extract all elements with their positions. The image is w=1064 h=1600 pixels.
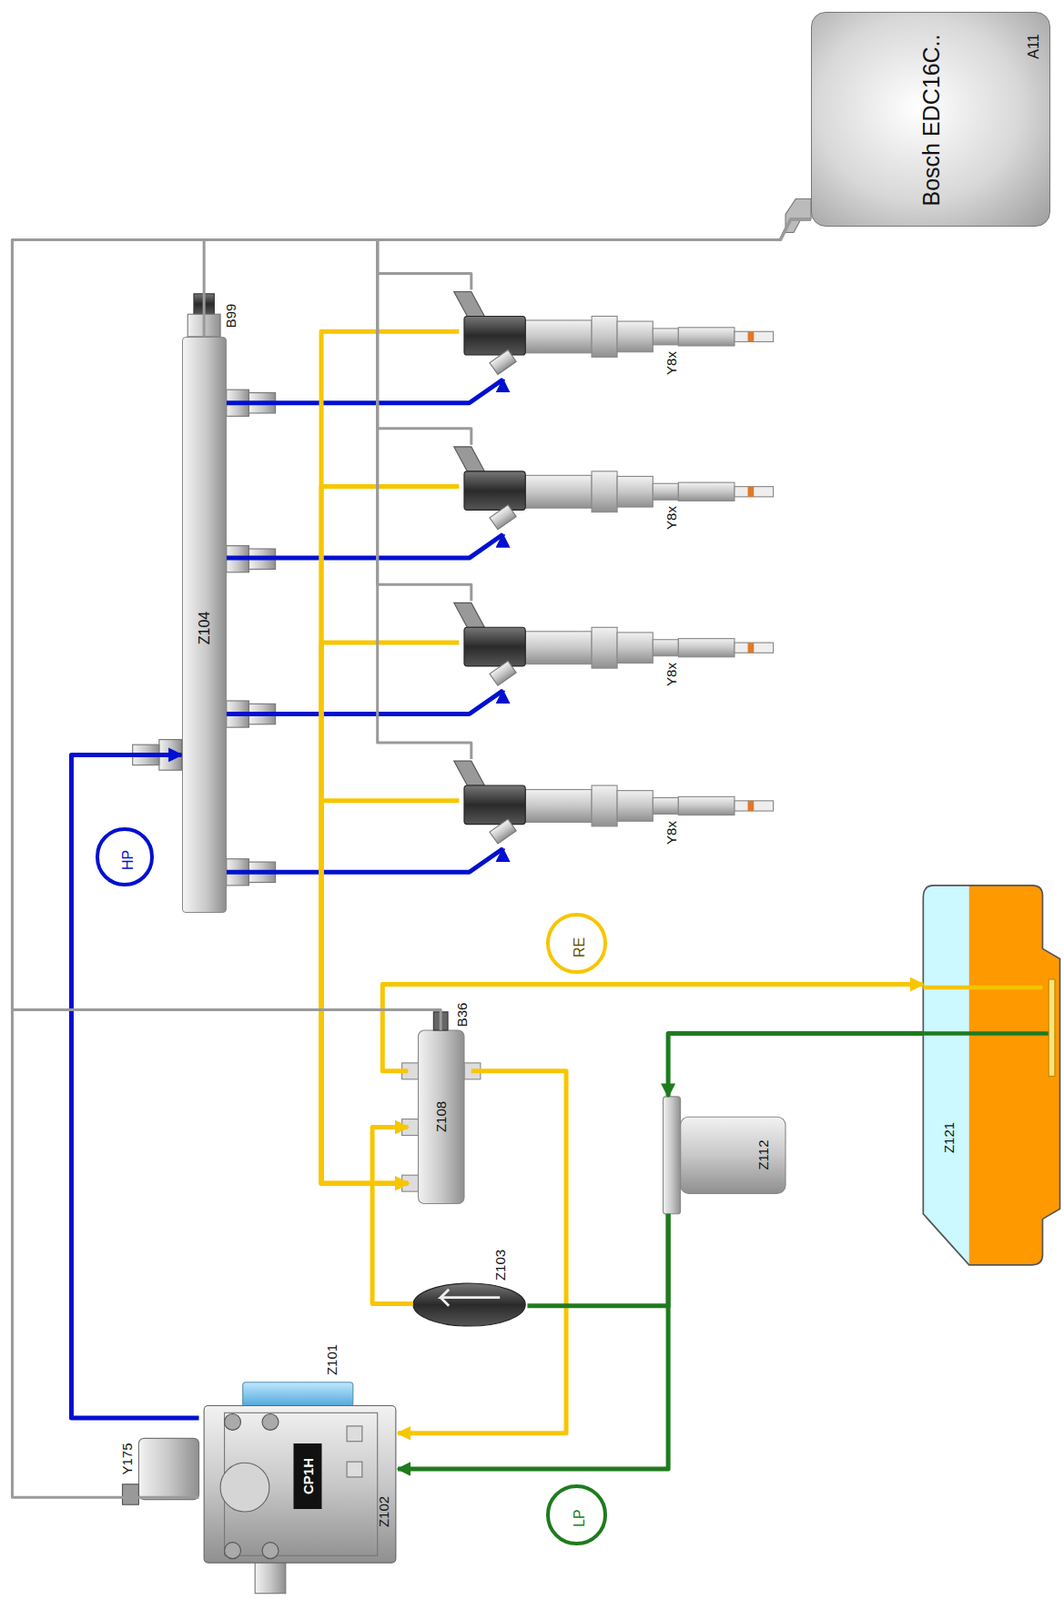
node-text: Bosch EDC16C.. xyxy=(920,34,943,207)
part-label: Y175 xyxy=(119,1442,133,1475)
fuel-line xyxy=(226,379,504,404)
node-text: Z112 xyxy=(756,1139,771,1170)
fuel-line xyxy=(372,1126,414,1304)
control-unit: Bosch EDC16C.. A11 xyxy=(810,11,1051,226)
fuel-line xyxy=(321,331,459,1184)
fuel-line xyxy=(226,849,504,873)
node-text: LP xyxy=(572,1509,588,1529)
node-text: CP1H xyxy=(293,1443,323,1510)
injector-body xyxy=(454,602,774,686)
fuel-line xyxy=(321,642,459,1184)
part-label: B36 xyxy=(454,1003,468,1028)
ecu-connector xyxy=(785,199,811,234)
fuel-line xyxy=(397,1214,669,1470)
fuel-cooler-valve xyxy=(402,1012,481,1205)
fuel-filter xyxy=(663,1096,786,1215)
hand-primer-pump: Z103 xyxy=(413,1239,528,1329)
node-text: Z108 xyxy=(434,1101,448,1133)
fuel-line xyxy=(70,754,199,1419)
high-pressure-pump: CP1H xyxy=(199,1399,399,1567)
node-text: RE xyxy=(572,937,588,958)
injector-body xyxy=(454,292,774,375)
fuel-line xyxy=(526,1214,669,1307)
injector-body xyxy=(454,760,774,844)
fuel-line xyxy=(377,219,811,601)
node-text: Z103 xyxy=(493,1249,507,1281)
part-label: B99 xyxy=(223,304,238,329)
node-text: A11 xyxy=(1026,34,1042,60)
fuel-line xyxy=(321,486,459,1185)
node-text: HP xyxy=(121,850,136,871)
high-pressure-pump xyxy=(121,1382,396,1594)
node-text: Z104 xyxy=(197,611,213,645)
common-rail: Z104 xyxy=(182,336,227,913)
injector: Y8x xyxy=(458,759,781,850)
node-text: Y8x xyxy=(664,820,679,845)
fuel-line xyxy=(382,984,923,1072)
fuel-filter: Z112 xyxy=(660,1096,789,1215)
fuel-line xyxy=(397,1071,567,1434)
node-text: Y8x xyxy=(664,662,679,687)
fuel-line xyxy=(226,690,504,715)
node-text: Y8x xyxy=(664,351,679,375)
circuit-tag: HP xyxy=(95,827,154,886)
injector: Y8x xyxy=(458,445,781,536)
injector-body xyxy=(454,446,774,530)
fuel-line xyxy=(377,219,811,760)
fuel-line xyxy=(377,219,811,446)
node-text: Y8x xyxy=(664,506,679,530)
fuel-line xyxy=(11,219,811,1498)
part-label: Z102 xyxy=(376,1496,391,1528)
fuel-line xyxy=(668,1033,923,1096)
fuel-line xyxy=(11,219,811,1031)
fuel-line xyxy=(377,219,811,290)
hand-primer-bulb xyxy=(413,1283,526,1327)
injector: Y8x xyxy=(458,289,781,380)
circuit-tag: RE xyxy=(546,912,608,974)
part-label: Z101 xyxy=(324,1344,339,1376)
circuit-tag: LP xyxy=(546,1484,608,1546)
node-text: Z121 xyxy=(942,1122,956,1154)
fuel-line xyxy=(226,534,504,558)
injector: Y8x xyxy=(458,600,781,691)
fuel-tank xyxy=(918,877,1064,1276)
fuel-cooler-valve: Z108 xyxy=(407,1030,471,1205)
fuel-line xyxy=(203,219,811,337)
fuel-tank: Z121 xyxy=(922,881,1045,1265)
